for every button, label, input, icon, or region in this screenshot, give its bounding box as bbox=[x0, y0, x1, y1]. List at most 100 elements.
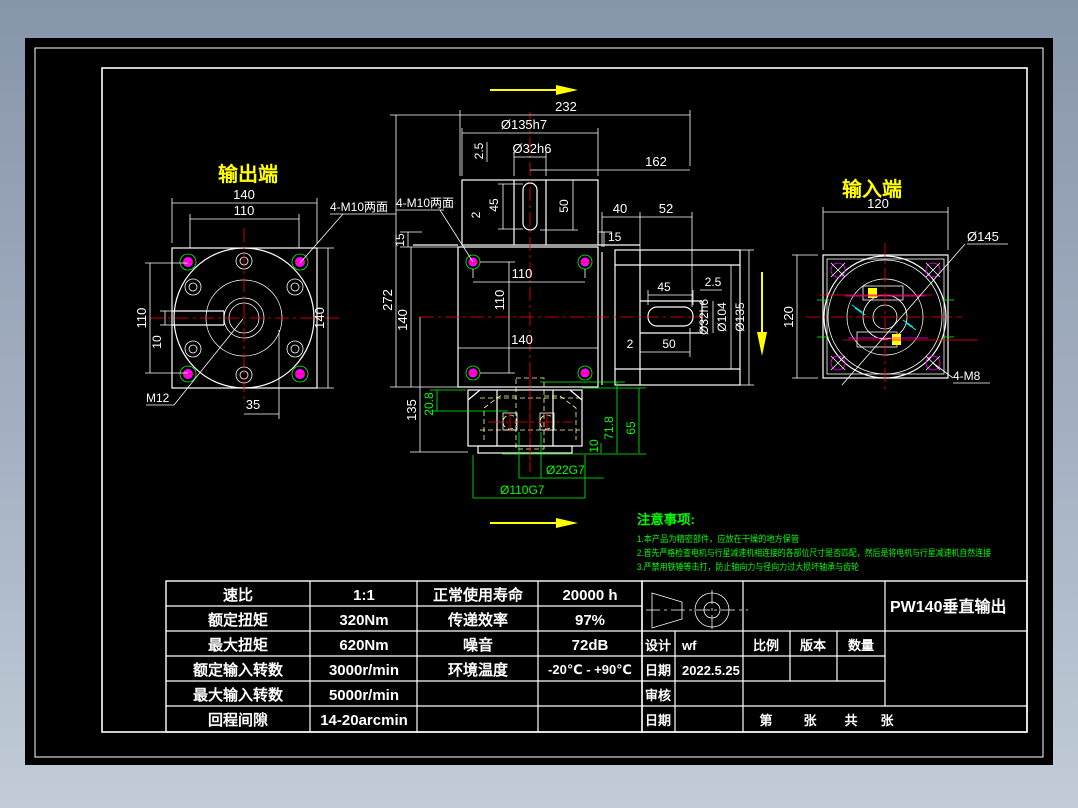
dim-mid-in-50: 50 bbox=[662, 337, 676, 351]
tb-sheet-w2: 张 bbox=[803, 713, 817, 728]
tb-sheet-w4: 张 bbox=[880, 713, 894, 728]
dim-output-thread: M12 bbox=[146, 391, 170, 405]
dim-sec-10: 10 bbox=[587, 439, 601, 453]
spec-r2c4: 97% bbox=[575, 612, 605, 629]
arrow-bottom-right-icon bbox=[490, 518, 578, 528]
dim-mid-shaft: Ø32h6 bbox=[512, 141, 551, 156]
spec-r1c1: 速比 bbox=[223, 586, 253, 604]
tb-designer: wf bbox=[681, 638, 697, 653]
sheet-outer-border bbox=[34, 47, 1044, 758]
dim-mid-52: 52 bbox=[659, 201, 673, 216]
spec-r3c4: 72dB bbox=[572, 637, 609, 654]
title-block: PW140垂直输出 设计 wf 比例 版本 数量 日期 2022.5.25 审核… bbox=[641, 580, 1028, 733]
dim-output-bolt-span: 110 bbox=[234, 203, 255, 218]
dim-mid-right-len: 162 bbox=[645, 154, 667, 169]
spec-r6c2: 14-20arcmin bbox=[320, 712, 408, 729]
dim-mid-key-gap: 2.5 bbox=[472, 142, 486, 159]
tb-date-label: 日期 bbox=[645, 663, 671, 678]
spec-r3c1: 最大扭矩 bbox=[208, 636, 268, 654]
drawing-title: PW140垂直输出 bbox=[890, 597, 1006, 616]
dim-mid-15r: 15 bbox=[608, 230, 622, 244]
output-end-label: 输出端 bbox=[218, 162, 278, 186]
dim-sec-bore: Ø22G7 bbox=[546, 463, 585, 477]
dim-mid-overall-h: 272 bbox=[380, 289, 395, 311]
dim-output-key: 10 bbox=[150, 335, 164, 349]
spec-r1c2: 1:1 bbox=[353, 587, 375, 604]
arrow-top-right-icon bbox=[490, 85, 578, 95]
spec-table: 速比 1:1 正常使用寿命 20000 h 额定扭矩 320Nm 传递效率 97… bbox=[165, 580, 643, 733]
dim-input-bolts: 4-M8 bbox=[953, 369, 981, 383]
note-line-1: 1.本产品为精密部件，应放在干燥的地方保管 bbox=[637, 533, 799, 544]
note-line-3: 3.严禁用铁锤等击打，防止轴向力与径向力过大损坏轴承与齿轮 bbox=[637, 561, 859, 572]
dim-sec-71-8: 71.8 bbox=[602, 416, 616, 440]
tb-check-label: 审核 bbox=[645, 688, 671, 703]
spec-r1c3: 正常使用寿命 bbox=[433, 586, 524, 604]
dim-mid-in-key-gap: 2.5 bbox=[705, 275, 722, 289]
spec-r2c2: 320Nm bbox=[339, 612, 388, 629]
dim-sec-pilot: Ø110G7 bbox=[500, 483, 545, 497]
input-end-view: 输入端 bbox=[781, 177, 1008, 392]
tb-sheet-w3: 共 bbox=[844, 713, 857, 728]
dim-output-key-off: 35 bbox=[246, 397, 260, 412]
dim-sec-65: 65 bbox=[624, 421, 638, 435]
dim-input-top: 120 bbox=[867, 196, 889, 211]
spec-r1c4: 20000 h bbox=[562, 587, 617, 604]
dim-input-bolt-circle: Ø145 bbox=[967, 229, 999, 244]
dim-mid-holes-h: 110 bbox=[512, 266, 533, 281]
spec-r4c1: 额定输入转数 bbox=[193, 661, 284, 679]
dim-mid-in-pilot: Ø104 bbox=[715, 302, 729, 332]
tb-qty-label: 数量 bbox=[848, 638, 874, 653]
tb-sheet-w1: 第 bbox=[759, 713, 772, 728]
spec-r4c3: 环境温度 bbox=[448, 661, 509, 679]
dim-mid-in-key-len: 45 bbox=[657, 280, 671, 294]
dim-mid-spigot: Ø135h7 bbox=[501, 117, 547, 132]
dim-mid-in-shaft: Ø32h6 bbox=[697, 299, 711, 335]
spec-r2c3: 传递效率 bbox=[447, 611, 508, 629]
spec-r3c3: 噪音 bbox=[463, 636, 493, 654]
dim-mid-40: 40 bbox=[613, 201, 627, 216]
dim-mid-body-h: 140 bbox=[395, 309, 410, 331]
sheet-background bbox=[25, 38, 1053, 765]
dim-mid-key-len: 45 bbox=[487, 198, 501, 212]
dim-output-side: 110 bbox=[134, 308, 149, 329]
output-end-view: 输出端 140 bbox=[134, 162, 396, 419]
dim-output-height: 140 bbox=[312, 307, 327, 329]
tb-scale-label: 比例 bbox=[753, 638, 779, 653]
dim-mid-width: 140 bbox=[511, 332, 533, 347]
dim-mid-key-depth: 2 bbox=[469, 211, 483, 218]
dim-mid-to-bottom: 135 bbox=[404, 399, 419, 421]
tb-design-label: 设计 bbox=[645, 638, 671, 653]
spec-r5c1: 最大输入转数 bbox=[193, 686, 284, 704]
spec-r4c4: -20℃ - +90℃ bbox=[548, 662, 632, 677]
tb-date2-label: 日期 bbox=[645, 713, 671, 728]
spec-r3c2: 620Nm bbox=[339, 637, 388, 654]
dim-mid-bolts: 4-M10两面 bbox=[396, 196, 454, 210]
spec-r2c1: 额定扭矩 bbox=[208, 611, 268, 629]
dim-sec-20-8: 20.8 bbox=[422, 392, 436, 416]
notes: 注意事项: 1.本产品为精密部件，应放在干燥的地方保管 2.首先严格检查电机与行… bbox=[637, 512, 991, 572]
notes-title: 注意事项: bbox=[637, 512, 695, 527]
spec-r6c1: 回程间隙 bbox=[208, 711, 268, 729]
section-view: 71.8 65 10 20.8 Ø22G7 Ø110G7 bbox=[422, 372, 646, 499]
projection-symbol-icon bbox=[646, 590, 748, 630]
note-line-2: 2.首先严格检查电机与行星减速机相连接的各部位尺寸是否匹配，然后是将电机与行星减… bbox=[637, 547, 991, 558]
dim-mid-15l: 15 bbox=[393, 233, 407, 247]
dim-output-width: 140 bbox=[233, 187, 255, 202]
dim-mid-in-2: 2 bbox=[627, 337, 634, 351]
front-view: 232 Ø135h7 Ø32h6 162 2.5 45 2 50 40 52 1… bbox=[380, 99, 754, 472]
tb-date-value: 2022.5.25 bbox=[682, 663, 740, 678]
input-end-label: 输入端 bbox=[842, 177, 902, 201]
dim-input-left: 120 bbox=[781, 306, 796, 328]
dim-mid-shaft-len: 50 bbox=[557, 199, 571, 213]
dim-mid-overall: 232 bbox=[555, 99, 577, 114]
output-corner-holes bbox=[179, 253, 309, 383]
dim-mid-in-flange: Ø135 bbox=[733, 302, 747, 332]
spec-r5c2: 5000r/min bbox=[329, 687, 399, 704]
spec-r4c2: 3000r/min bbox=[329, 662, 399, 679]
tb-version-label: 版本 bbox=[800, 638, 826, 653]
input-corner-holes bbox=[830, 262, 941, 371]
dim-mid-holes-v: 110 bbox=[492, 290, 507, 311]
direction-arrows bbox=[490, 85, 767, 528]
